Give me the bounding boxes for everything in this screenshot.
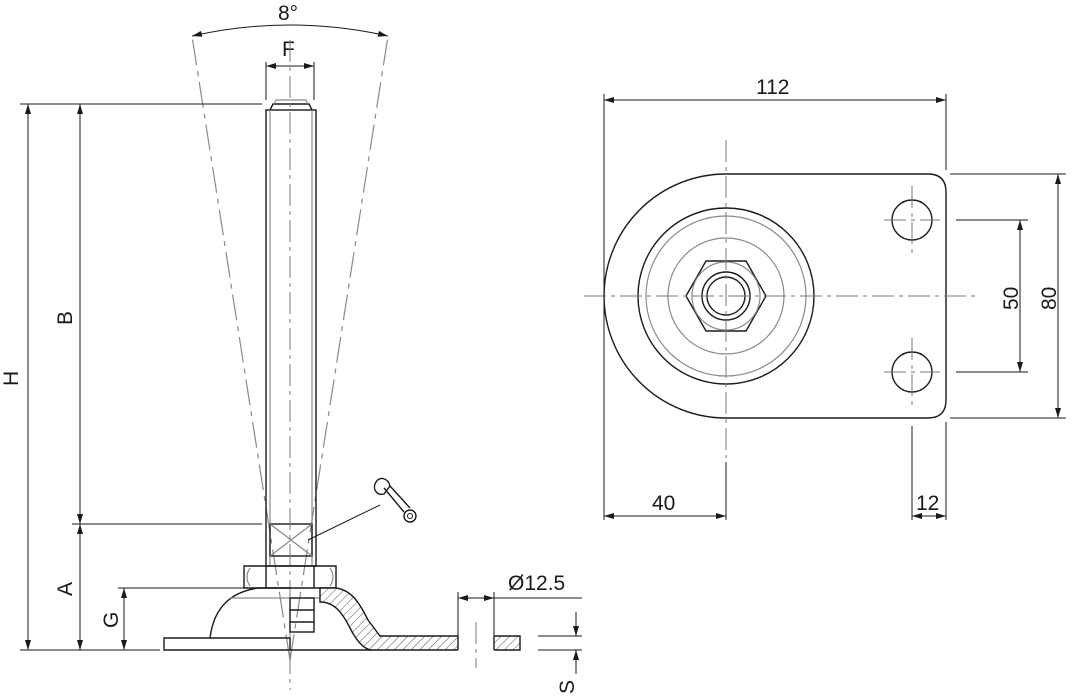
dim-a-label: A <box>54 582 77 596</box>
dim-g-label: G <box>100 612 123 628</box>
dim-hole-dia: Ø12.5 <box>457 572 582 636</box>
dim-g: G <box>100 587 244 650</box>
dim-h-label: H <box>0 371 23 386</box>
dim-80: 80 <box>950 173 1066 419</box>
dim-f: F <box>265 38 315 100</box>
plate-outline <box>603 173 947 419</box>
dim-a: A <box>54 524 83 650</box>
dim-112: 112 <box>603 76 947 520</box>
dim-s: S <box>538 612 582 694</box>
mounting-hole-section <box>457 622 495 668</box>
dim-b-label: B <box>54 311 77 325</box>
dim-12: 12 <box>911 422 947 520</box>
angle-dimension: 8° <box>191 2 389 37</box>
wrench-leader <box>307 504 381 541</box>
dim-50-label: 50 <box>1000 287 1023 310</box>
top-view: 112 80 50 40 12 <box>584 76 1066 520</box>
dim-b: B <box>54 104 262 525</box>
dim-112-label: 112 <box>756 76 789 99</box>
base-plate-flat <box>163 637 291 651</box>
side-view: 8° F <box>0 2 582 694</box>
wrench-icon <box>373 477 417 523</box>
dim-12-label: 12 <box>916 492 939 515</box>
base-plate-section <box>319 587 521 651</box>
dim-h: H <box>0 103 262 651</box>
dim-f-label: F <box>282 38 295 61</box>
dim-40-label: 40 <box>652 492 675 515</box>
angle-label: 8° <box>278 2 298 25</box>
base-dome <box>209 587 330 639</box>
dim-50: 50 <box>956 219 1028 373</box>
threaded-stem <box>265 99 317 567</box>
dim-40: 40 <box>604 462 727 520</box>
dim-s-label: S <box>556 680 579 694</box>
dim-80-label: 80 <box>1038 287 1061 310</box>
dim-hole-dia-label: Ø12.5 <box>508 572 565 595</box>
